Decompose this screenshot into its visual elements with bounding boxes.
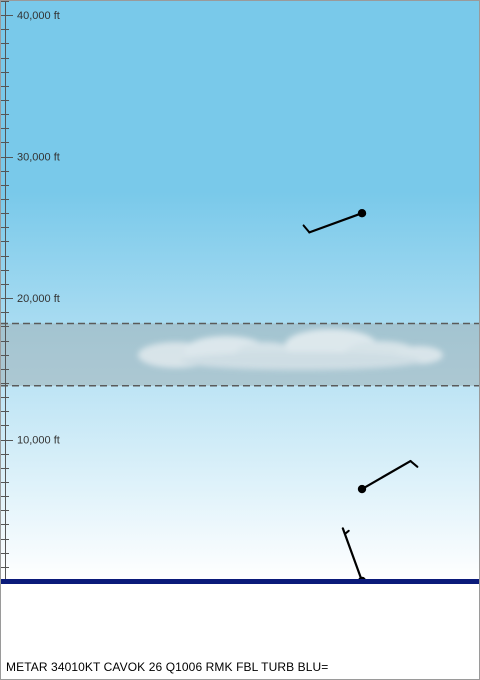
sky-profile: 40,000 ft 30,000 ft 20,000 ft 10,000 ft	[1, 1, 479, 586]
wind-barb-station-dot	[357, 484, 367, 494]
wind-barb-shaft	[341, 527, 364, 583]
wind-barbs	[302, 208, 419, 586]
altitude-label-40000: 40,000 ft	[17, 10, 60, 22]
cloud-icon	[138, 329, 443, 370]
altitude-label-20000: 20,000 ft	[17, 293, 60, 305]
wind-barb-shaft	[360, 459, 412, 491]
altitude-label-10000: 10,000 ft	[17, 435, 60, 447]
wind-barb-shaft	[308, 212, 364, 234]
wind-barb	[357, 459, 419, 494]
metar-report: METAR 34010KT CAVOK 26 Q1006 RMK FBL TUR…	[6, 660, 329, 674]
ground-level-line	[1, 579, 479, 584]
wind-barb	[302, 208, 367, 234]
sky-background	[1, 1, 479, 581]
wind-barb-feather	[343, 529, 350, 536]
altitude-label-30000: 30,000 ft	[17, 152, 60, 164]
turbulence-layer	[1, 322, 479, 387]
wind-barb-station-dot	[357, 208, 367, 218]
wind-barb-feather	[409, 460, 419, 468]
altitude-chart: 40,000 ft 30,000 ft 20,000 ft 10,000 ft	[1, 1, 479, 586]
altitude-labels: 40,000 ft 30,000 ft 20,000 ft 10,000 ft	[17, 10, 60, 446]
wind-barb-feather	[302, 224, 311, 234]
altitude-axis: 40,000 ft 30,000 ft 20,000 ft 10,000 ft	[1, 1, 60, 582]
